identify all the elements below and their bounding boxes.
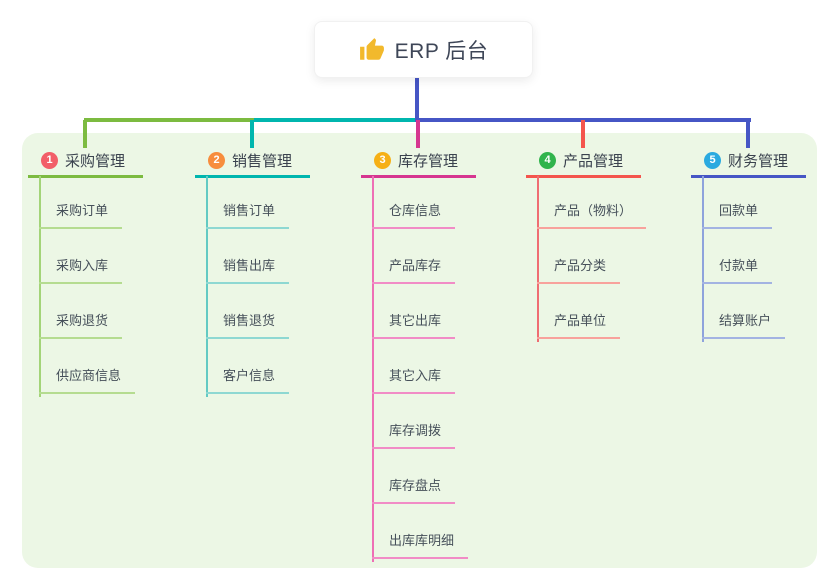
mindmap-node[interactable]: 采购退货 — [39, 312, 123, 339]
branch-label: 销售管理 — [232, 153, 293, 170]
branch-label: 产品管理 — [563, 153, 624, 170]
mindmap-node[interactable]: 产品（物料） — [537, 202, 647, 229]
mindmap-node[interactable]: 供应商信息 — [39, 367, 136, 394]
mindmap-node[interactable]: 仓库信息 — [372, 202, 456, 229]
mindmap-node[interactable]: 其它出库 — [372, 312, 456, 339]
branch-header-sales[interactable]: 2 销售管理 — [195, 146, 310, 178]
branch-drop-line — [83, 120, 87, 148]
badge-3: 3 — [374, 152, 391, 169]
mindmap-node[interactable]: 采购入库 — [39, 257, 123, 284]
branch-spine-line — [206, 176, 208, 397]
mindmap-node[interactable]: 库存调拨 — [372, 422, 456, 449]
badge-2: 2 — [208, 152, 225, 169]
branch-spine-line — [39, 176, 41, 397]
root-connector-line — [415, 78, 419, 122]
badge-1: 1 — [41, 152, 58, 169]
bus-line-sales — [254, 118, 419, 122]
branch-label: 采购管理 — [65, 153, 126, 170]
branch-header-product[interactable]: 4 产品管理 — [526, 146, 641, 178]
root-node[interactable]: ERP 后台 — [314, 21, 533, 78]
branch-header-inventory[interactable]: 3 库存管理 — [361, 146, 476, 178]
mindmap-node[interactable]: 回款单 — [702, 202, 773, 229]
branch-spine-line — [537, 176, 539, 342]
branch-drop-line — [416, 120, 420, 148]
root-node-label: ERP 后台 — [394, 39, 489, 63]
mindmap-node[interactable]: 其它入库 — [372, 367, 456, 394]
branch-header-finance[interactable]: 5 财务管理 — [691, 146, 806, 178]
mindmap-node[interactable]: 库存盘点 — [372, 477, 456, 504]
mindmap-node[interactable]: 客户信息 — [206, 367, 290, 394]
thumbs-up-icon — [359, 37, 384, 60]
badge-4: 4 — [539, 152, 556, 169]
mindmap-node[interactable]: 销售订单 — [206, 202, 290, 229]
branch-spine-line — [372, 176, 374, 562]
branch-label: 财务管理 — [728, 153, 789, 170]
branch-drop-line — [746, 120, 750, 148]
mindmap-node[interactable]: 出库库明细 — [372, 532, 469, 559]
branch-spine-line — [702, 176, 704, 342]
mindmap-node[interactable]: 采购订单 — [39, 202, 123, 229]
branch-drop-line — [581, 120, 585, 148]
mindmap-node[interactable]: 产品单位 — [537, 312, 621, 339]
mindmap-node[interactable]: 销售出库 — [206, 257, 290, 284]
mindmap-node[interactable]: 销售退货 — [206, 312, 290, 339]
bus-line-purchase — [84, 118, 254, 122]
mindmap-panel — [22, 133, 817, 568]
mindmap-node[interactable]: 产品库存 — [372, 257, 456, 284]
branch-header-purchase[interactable]: 1 采购管理 — [28, 146, 143, 178]
mindmap-node[interactable]: 产品分类 — [537, 257, 621, 284]
badge-5: 5 — [704, 152, 721, 169]
branch-drop-line — [250, 120, 254, 148]
mindmap-node[interactable]: 付款单 — [702, 257, 773, 284]
mindmap-node[interactable]: 结算账户 — [702, 312, 786, 339]
branch-label: 库存管理 — [398, 153, 459, 170]
